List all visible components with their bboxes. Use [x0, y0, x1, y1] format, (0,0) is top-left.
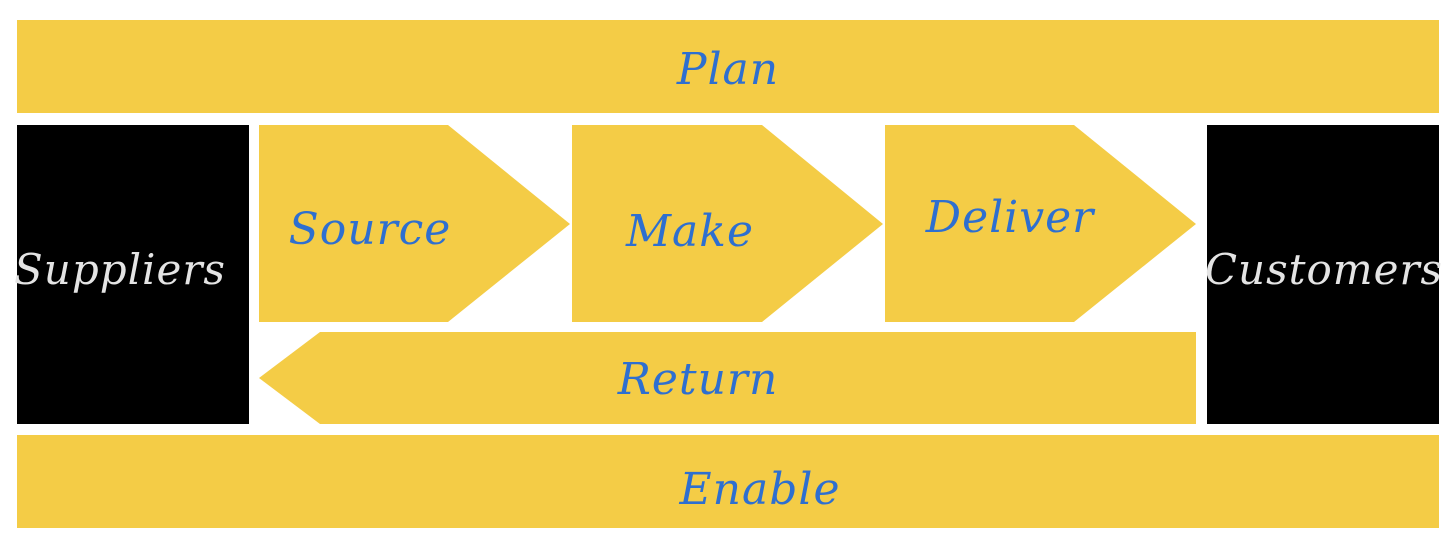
plan-label: Plan: [676, 44, 779, 95]
plan-band: Plan: [17, 20, 1439, 113]
customers-block: Customers: [1205, 125, 1443, 424]
customers-label: Customers: [1205, 245, 1443, 294]
enable-label: Enable: [679, 464, 841, 515]
source-arrow: Source: [259, 125, 570, 322]
suppliers-label: Suppliers: [14, 245, 226, 294]
return-arrow-shape: [259, 332, 1196, 424]
return-label: Return: [617, 354, 779, 405]
plan-band-shape: [17, 20, 1439, 113]
source-label: Source: [289, 204, 452, 255]
deliver-label: Deliver: [925, 192, 1096, 243]
suppliers-block-shape: [17, 125, 249, 424]
deliver-arrow-shape: [885, 125, 1196, 322]
enable-band-shape: [17, 435, 1439, 528]
suppliers-block: Suppliers: [14, 125, 249, 424]
make-arrow-shape: [572, 125, 883, 322]
enable-band: Enable: [17, 435, 1439, 528]
customers-block-shape: [1207, 125, 1439, 424]
make-arrow: Make: [572, 125, 883, 322]
deliver-arrow: Deliver: [885, 125, 1196, 322]
source-arrow-shape: [259, 125, 570, 322]
return-arrow: Return: [259, 332, 1196, 424]
make-label: Make: [625, 206, 754, 257]
